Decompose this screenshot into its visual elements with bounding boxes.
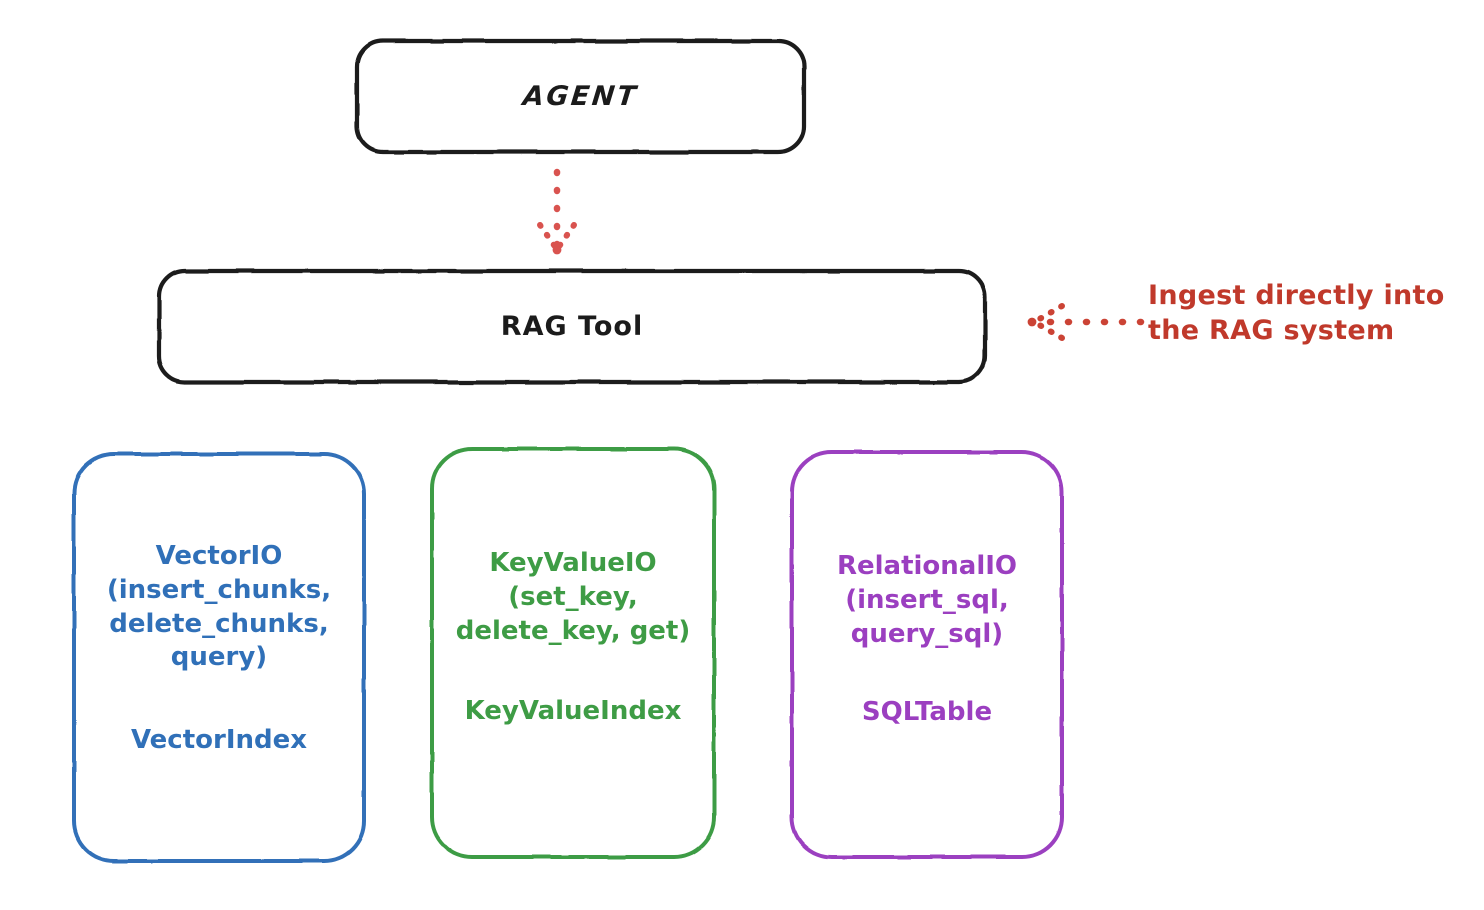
node-agent[interactable]: AGENT — [356, 40, 805, 153]
node-relational-io-label: RelationalIO (insert_sql, query_sql) — [836, 551, 1018, 649]
node-agent-label: AGENT — [521, 81, 640, 112]
node-vector-io[interactable]: VectorIO (insert_chunks, delete_chunks, … — [72, 452, 366, 863]
node-vector-io-label: VectorIO (insert_chunks, delete_chunks, … — [106, 541, 332, 673]
connector-agent-to-rag-tool — [537, 168, 577, 255]
node-rag-tool[interactable]: RAG Tool — [158, 270, 986, 383]
annotation-ingest-directly: Ingest directly into the RAG system — [1148, 280, 1445, 347]
node-key-value-io[interactable]: KeyValueIO (set_key, delete_key, get) Ke… — [430, 447, 716, 859]
node-relational-io[interactable]: RelationalIO (insert_sql, query_sql) SQL… — [790, 450, 1064, 859]
node-key-value-io-label: KeyValueIO (set_key, delete_key, get) — [455, 548, 691, 646]
connector-ingest-to-rag-tool — [1027, 303, 1145, 341]
node-rag-tool-label: RAG Tool — [500, 311, 644, 342]
node-key-value-io-sublabel: KeyValueIndex — [464, 696, 682, 727]
node-vector-io-sublabel: VectorIndex — [130, 725, 308, 756]
node-relational-io-sublabel: SQLTable — [861, 697, 993, 728]
